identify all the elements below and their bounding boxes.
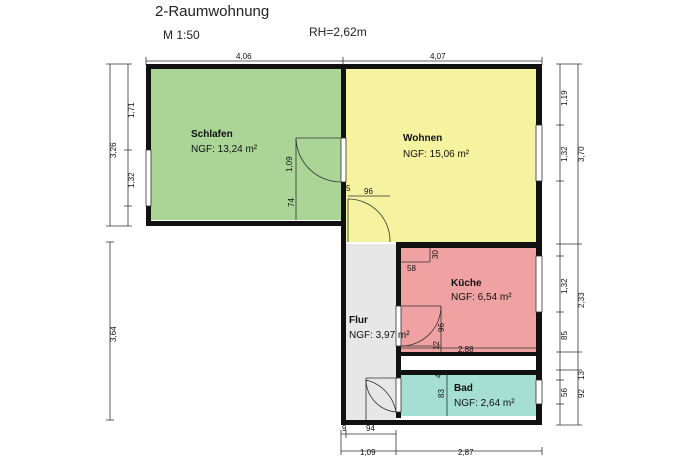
dim-top-right: 4,07 [430, 52, 446, 61]
window-schlafen [145, 149, 152, 207]
window-kueche [535, 255, 543, 313]
dim-left-4: 3,64 [109, 326, 118, 342]
label-flur-area: NGF: 3,97 m² [349, 330, 410, 341]
dim-right-2: 1,32 [560, 146, 569, 162]
dim-left-2: 3,26 [109, 142, 118, 158]
dim-right-6: 85 [560, 331, 569, 340]
door-schlafen [295, 137, 342, 183]
window-bad [535, 379, 543, 405]
dim-bottom-1: 9 [342, 424, 347, 433]
dim-bottom-4: 2,87 [458, 448, 474, 457]
dim-bad-door-height: 83 [437, 389, 446, 398]
plan-scale: M 1:50 [163, 28, 200, 42]
dim-kueche-niche-width: 58 [407, 264, 416, 273]
door-kueche [400, 305, 442, 347]
room-wohnen [346, 69, 536, 242]
dim-door-flur-width: 96 [364, 187, 373, 196]
label-kueche-name: Küche [451, 278, 482, 289]
window-wohnen-door [340, 137, 347, 183]
dim-right-4: 1,32 [560, 278, 569, 294]
label-bad-name: Bad [454, 383, 473, 394]
dim-top-left: 4,06 [236, 52, 252, 61]
dim-right-5: 2,33 [577, 292, 586, 308]
dim-bottom-2: 94 [366, 424, 375, 433]
label-schlafen-name: Schlafen [191, 129, 233, 140]
dim-kueche-niche-depth: 30 [431, 250, 440, 259]
label-kueche-area: NGF: 6,54 m² [451, 292, 512, 303]
window-bad-door [395, 377, 402, 413]
room-flur [346, 244, 396, 420]
dim-bad-offset: 4 [434, 373, 443, 378]
label-wohnen-name: Wohnen [403, 133, 442, 144]
dim-left-1: 1,71 [127, 102, 136, 118]
label-wohnen-area: NGF: 15,06 m² [403, 149, 470, 160]
dimension-labels: 4,06 4,07 1,71 3,26 1,32 3,64 1,19 1,32 … [109, 52, 586, 457]
dim-door-schlafen-parapet: 74 [287, 198, 296, 207]
room-bad [401, 375, 536, 416]
window-wohnen [535, 124, 543, 182]
dimension-lines [106, 57, 582, 455]
dim-door-schlafen-height: 1,09 [285, 156, 294, 172]
dim-wall-offset: 5 [346, 184, 351, 193]
dim-right-9: 92 [577, 389, 586, 398]
dim-right-1: 1,19 [560, 90, 569, 106]
dim-door-kueche-height: 96 [437, 323, 446, 332]
doors [295, 137, 442, 420]
room-labels: Schlafen NGF: 13,24 m² Wohnen NGF: 15,06… [191, 129, 515, 409]
plan-title: 2-Raumwohnung [155, 3, 269, 20]
label-bad-area: NGF: 2,64 m² [454, 398, 515, 409]
door-entrance [365, 379, 397, 420]
door-flur [347, 198, 391, 243]
label-flur-name: Flur [349, 315, 368, 326]
room-schlafen [151, 69, 342, 220]
dim-right-7: 13 [577, 371, 586, 380]
dim-right-8: 56 [560, 388, 569, 397]
room-height-label: RH=2,62m [309, 25, 367, 39]
dim-bottom-3: 1,09 [360, 448, 376, 457]
label-schlafen-area: NGF: 13,24 m² [191, 144, 258, 155]
room-kueche [401, 248, 536, 352]
dim-right-3: 3,70 [577, 146, 586, 162]
dim-left-3: 1,32 [127, 172, 136, 188]
windows [145, 124, 543, 413]
dim-door-kueche-offset: 12 [432, 341, 441, 350]
dim-kueche-width: 2,88 [458, 345, 474, 354]
window-kueche-door [395, 305, 402, 347]
